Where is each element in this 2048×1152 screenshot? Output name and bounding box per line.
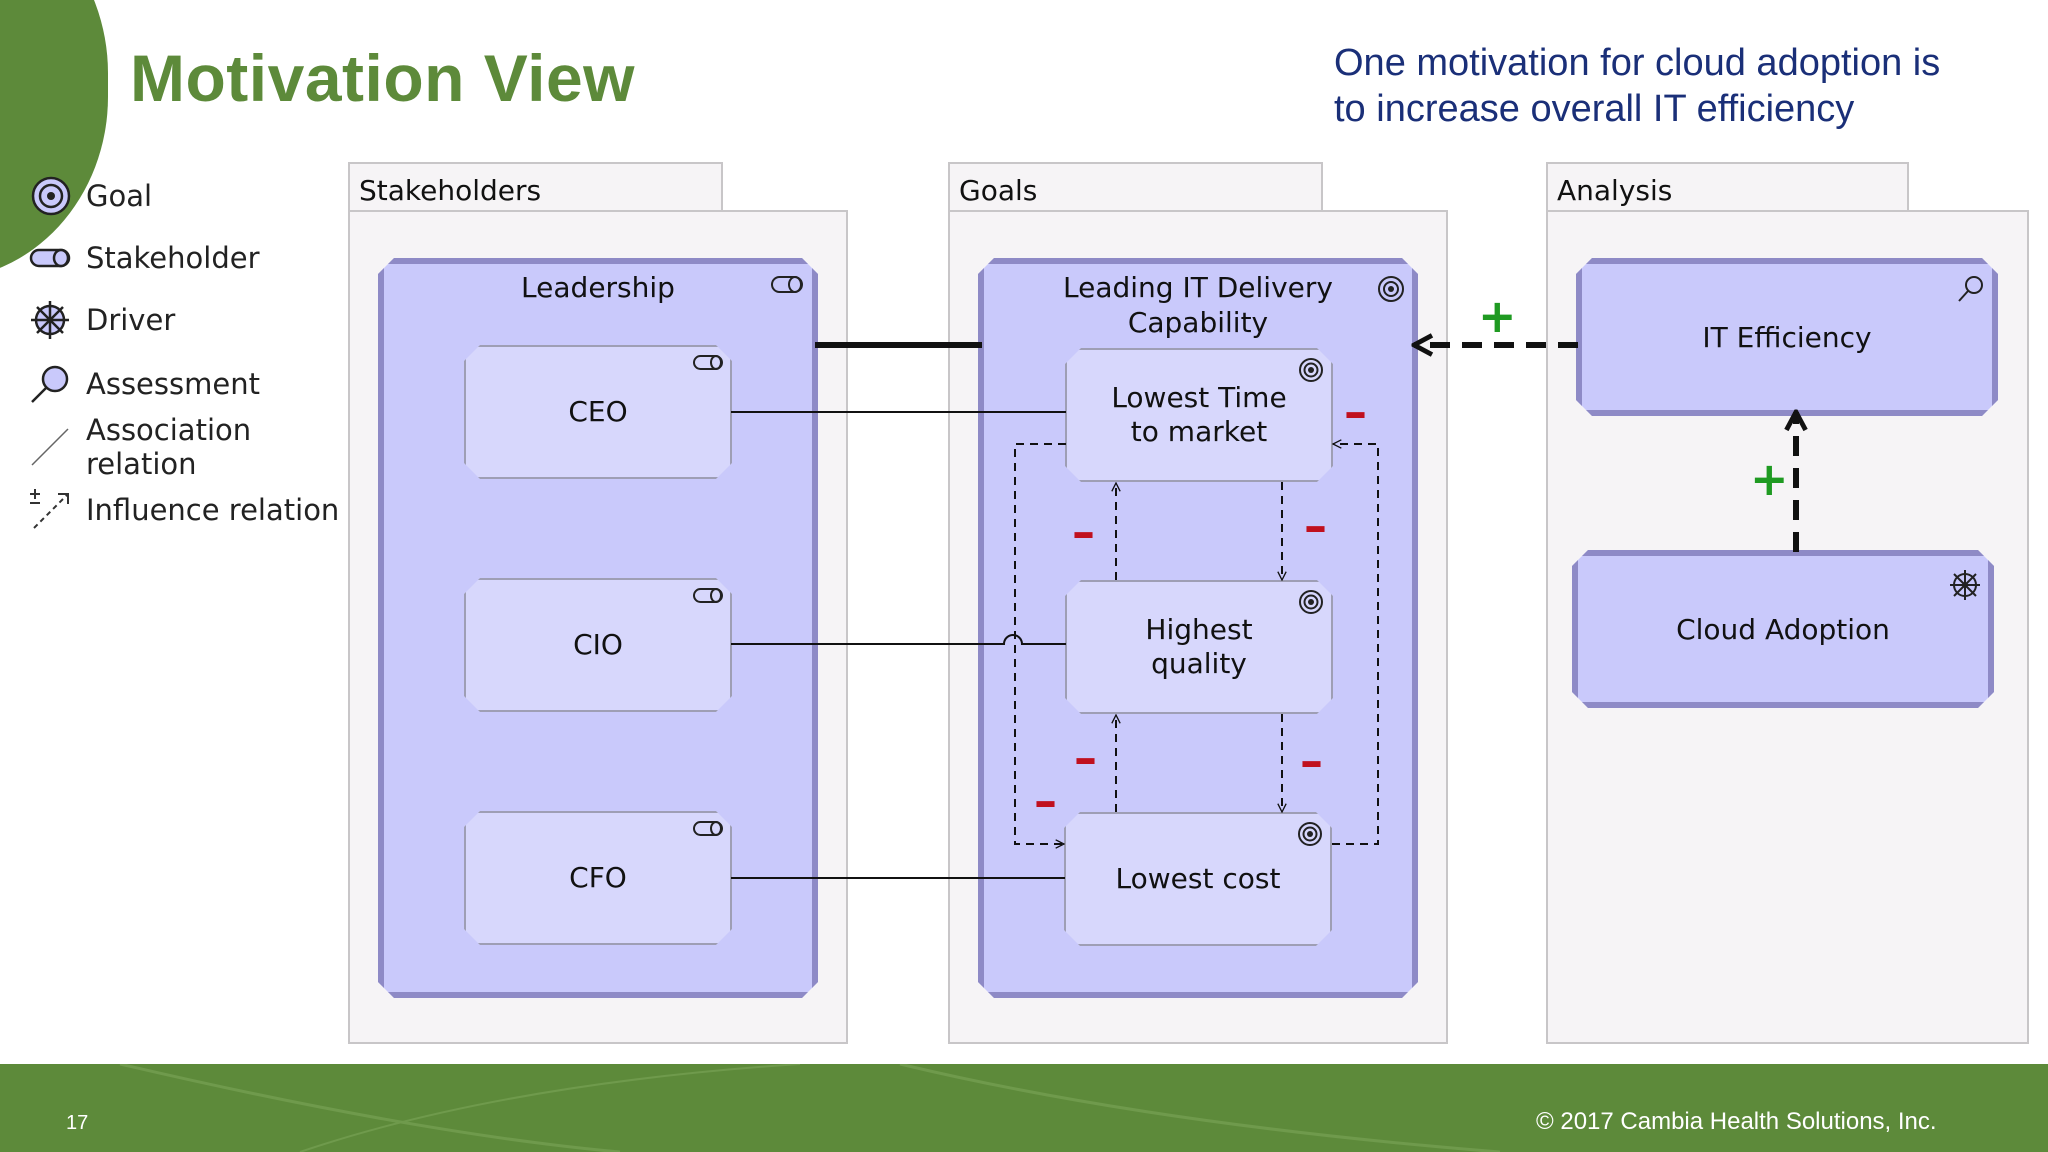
page-number: 17 — [66, 1112, 89, 1134]
footer-bar: 17 © 2017 Cambia Health Solutions, Inc. — [0, 1064, 2048, 1152]
minus-sign-cost-to-quality: – — [1074, 731, 1097, 785]
goal-lowest-cost[interactable]: Lowest cost — [1064, 812, 1332, 946]
stakeholder-cfo[interactable]: CFO — [464, 811, 732, 945]
goal-icon — [31, 176, 71, 216]
slide-subtitle: One motivation for cloud adoption is to … — [1334, 42, 1941, 130]
legend-label: Driver — [86, 303, 176, 337]
influence-lowest-cost-lowest-time[interactable] — [1332, 444, 1379, 845]
node-label: Leadership — [521, 271, 675, 304]
legend-label: Goal — [86, 179, 153, 213]
driver-cloud-adoption[interactable]: Cloud Adoption — [1572, 550, 1994, 708]
goal-icon — [1297, 588, 1325, 616]
legend-label: Influence relation — [86, 493, 340, 527]
node-label: Leading IT Delivery Capability — [1063, 271, 1333, 339]
legend-item-stakeholder: Stakeholder — [26, 236, 356, 280]
copyright: © 2017 Cambia Health Solutions, Inc. — [1536, 1108, 1937, 1135]
slide-title: Motivation View — [130, 41, 636, 115]
stakeholder-icon — [692, 586, 726, 606]
node-label: Highest quality — [1145, 613, 1253, 680]
legend-item-driver: Driver — [26, 298, 356, 342]
legend-label: Stakeholder — [86, 241, 260, 275]
node-label: Lowest Time to market — [1111, 381, 1287, 448]
node-label: CIO — [573, 628, 623, 661]
goal-highest-quality[interactable]: Highest quality — [1065, 580, 1333, 714]
assessment-icon — [31, 365, 69, 403]
goal-icon — [1297, 356, 1325, 384]
driver-icon — [31, 301, 69, 339]
goal-lowest-time-to-market[interactable]: Lowest Time to market — [1065, 348, 1333, 482]
footer-decoration — [119, 1064, 1501, 1152]
goal-icon — [1296, 820, 1324, 848]
driver-icon — [1948, 568, 1982, 602]
node-label: Lowest cost — [1115, 862, 1281, 895]
minus-sign-lowest-time: – — [1344, 385, 1367, 439]
minus-sign-time-to-cost: – — [1034, 774, 1057, 828]
plus-sign-it-efficiency: + — [1478, 289, 1517, 343]
frame-tab-goals: Goals — [948, 162, 1323, 210]
stakeholder-icon — [692, 353, 726, 373]
node-label: Cloud Adoption — [1676, 612, 1890, 646]
frame-tab-stakeholders: Stakeholders — [348, 162, 723, 210]
legend-item-goal: Goal — [26, 174, 356, 218]
association-cio-highest-quality[interactable] — [731, 634, 1066, 645]
plus-sign-cloud-adoption: + — [1750, 452, 1789, 506]
stakeholder-icon — [29, 248, 71, 268]
node-label: CFO — [569, 861, 627, 894]
frame-tab-analysis: Analysis — [1546, 162, 1909, 210]
minus-sign-quality-to-cost: – — [1300, 734, 1323, 788]
stakeholder-ceo[interactable]: CEO — [464, 345, 732, 479]
minus-sign-quality-to-time: – — [1072, 505, 1095, 559]
legend-item-association: Association relation — [26, 413, 356, 481]
stakeholder-icon — [692, 819, 726, 839]
stakeholder-cio[interactable]: CIO — [464, 578, 732, 712]
assessment-icon — [1956, 274, 1986, 304]
stakeholder-icon — [770, 274, 806, 296]
legend-item-influence: Influence relation — [26, 488, 356, 532]
node-label: CEO — [568, 395, 628, 428]
influence-relation-icon — [30, 489, 69, 529]
association-relation-icon — [31, 428, 69, 466]
legend-item-assessment: Assessment — [26, 362, 356, 406]
legend-label: Association relation — [86, 413, 252, 481]
node-label: IT Efficiency — [1702, 320, 1872, 354]
legend-label: Assessment — [86, 367, 260, 401]
minus-sign-time-to-quality: – — [1304, 499, 1327, 553]
goal-icon — [1376, 274, 1406, 304]
